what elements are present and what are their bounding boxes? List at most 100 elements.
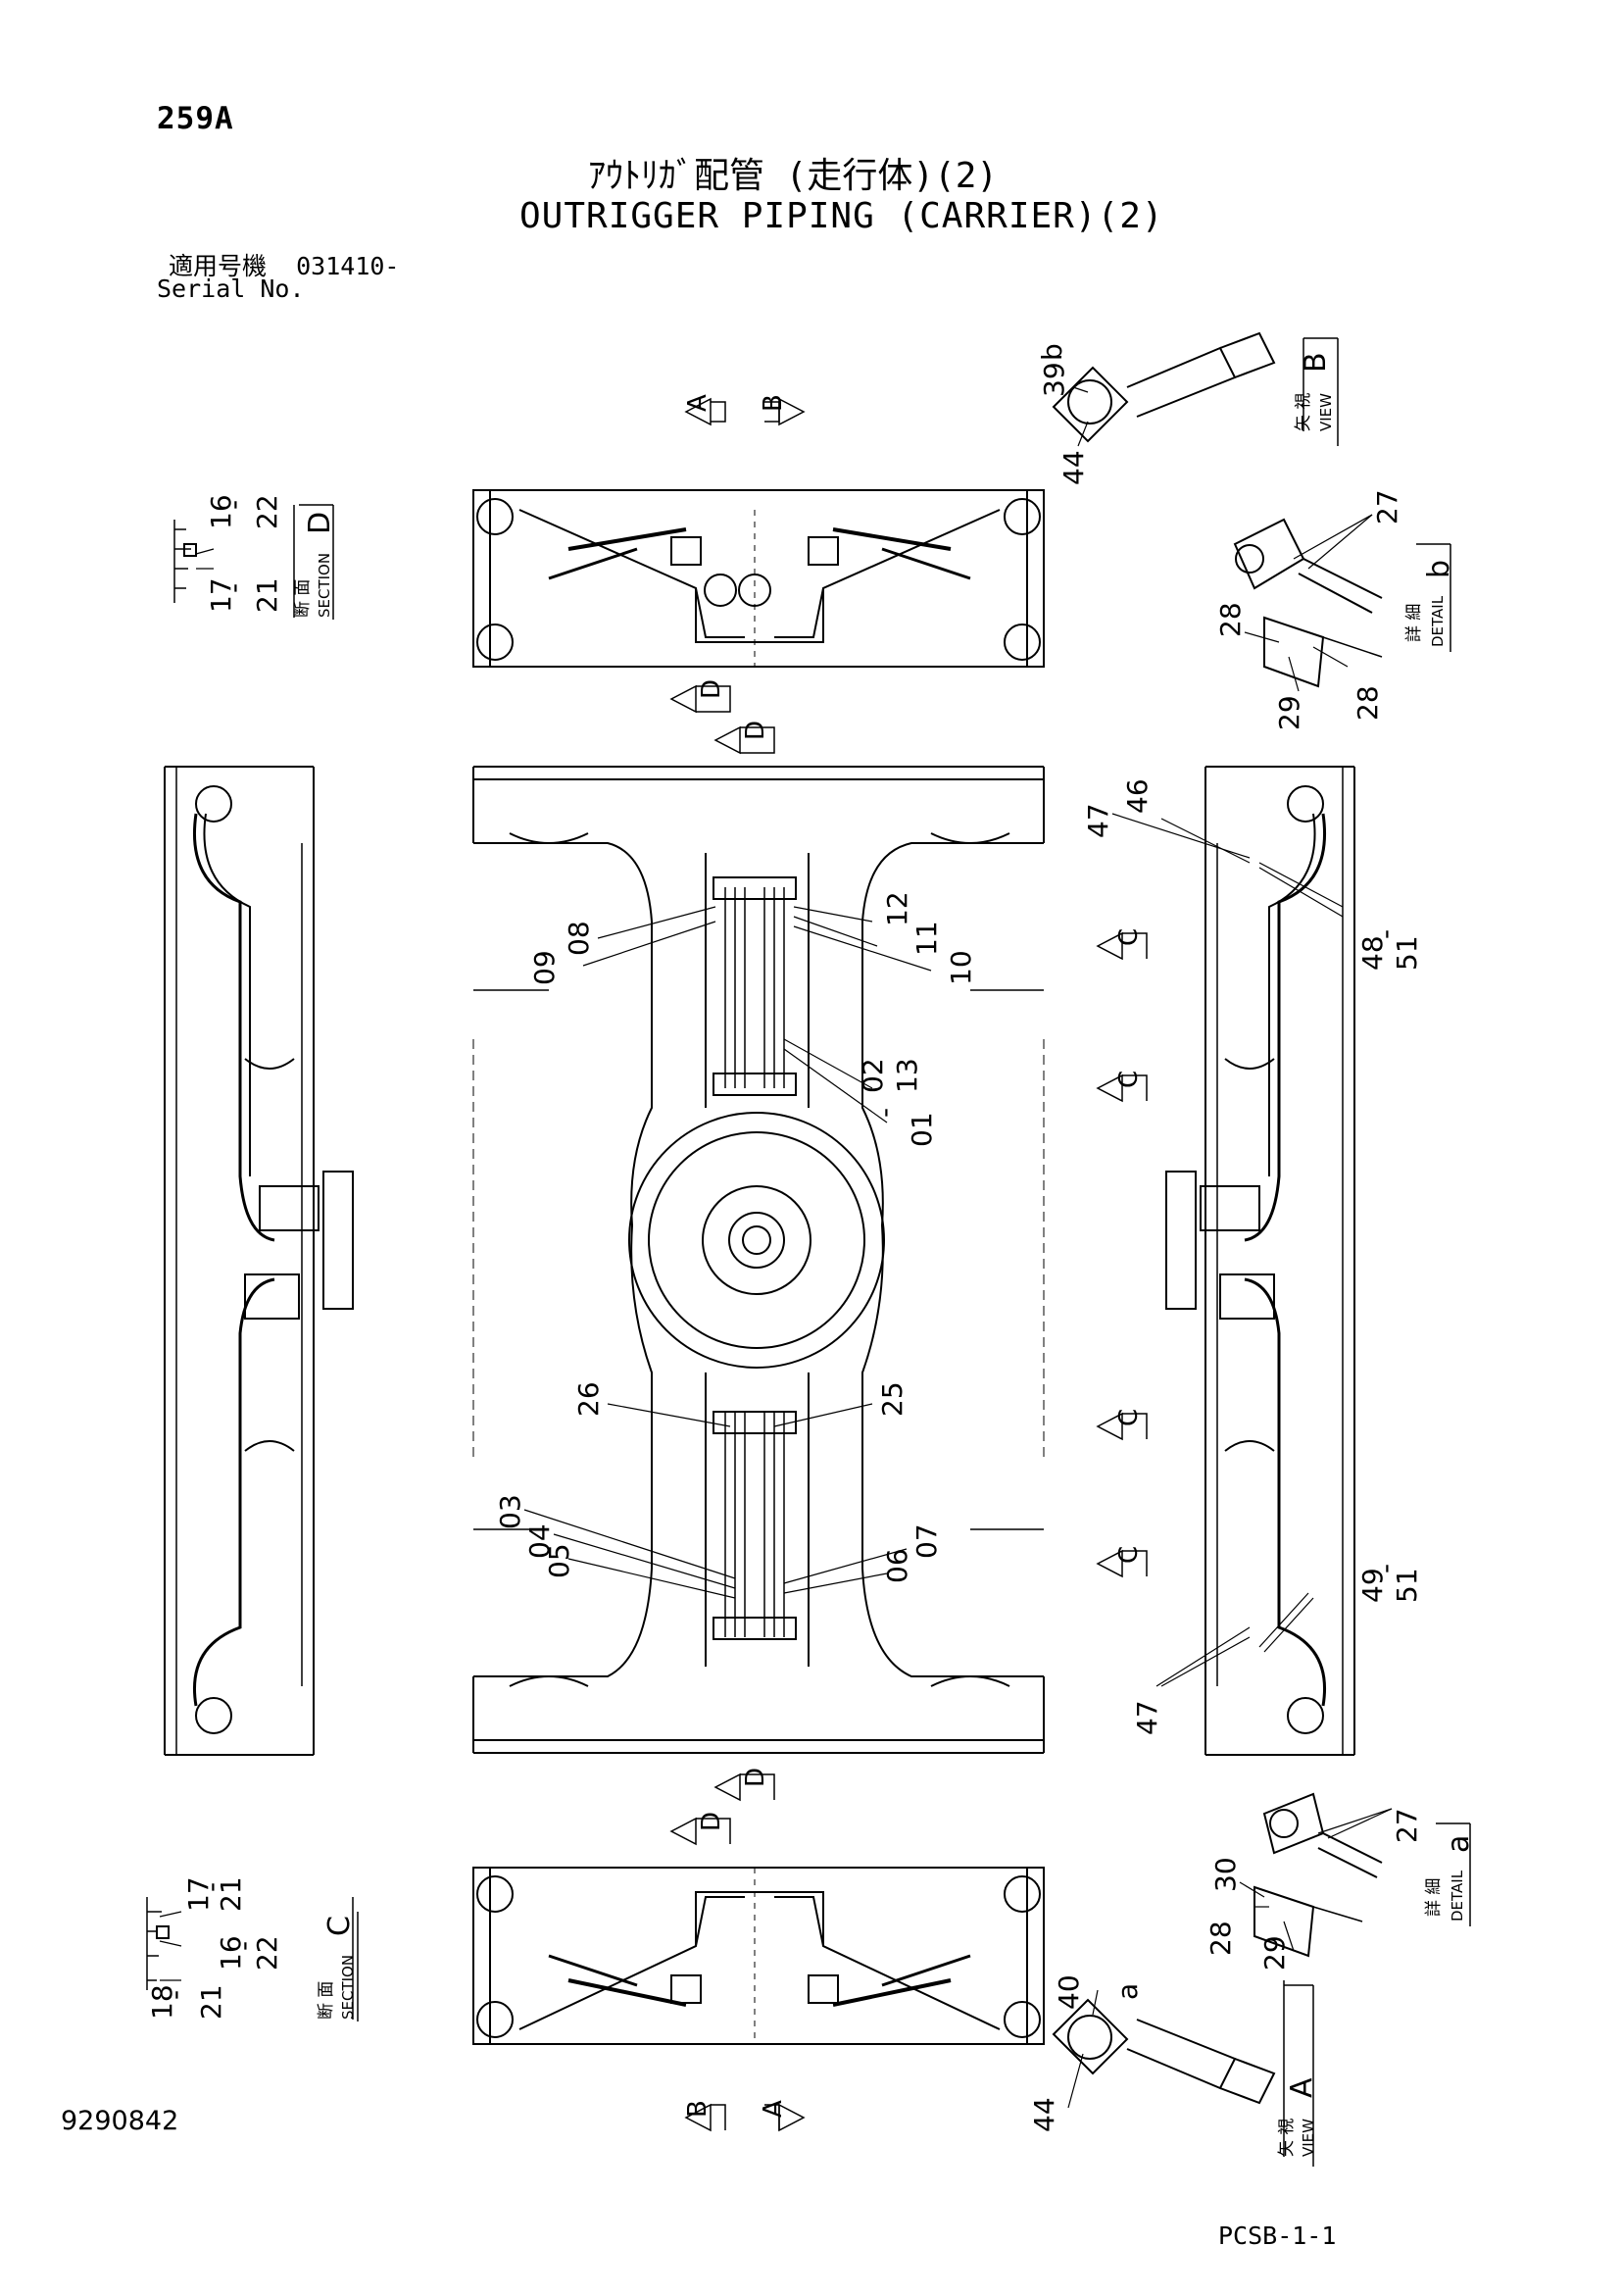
marker-d-2: D bbox=[741, 721, 770, 740]
part-49: 49 bbox=[1356, 1568, 1389, 1603]
part-25: 25 bbox=[876, 1381, 909, 1417]
labels: A B D D C C C C D D B A 08 09 12 11 10 0… bbox=[146, 343, 1476, 2157]
part-51-top: 51 bbox=[1391, 935, 1423, 971]
sheet-code: PCSB-1-1 bbox=[1218, 2221, 1337, 2250]
marker-a-bottom: A bbox=[759, 2100, 788, 2118]
part-06: 06 bbox=[881, 1548, 913, 1583]
part-28-b1: 28 bbox=[1214, 602, 1247, 637]
section-c-id: C bbox=[322, 1916, 357, 1936]
part-09: 09 bbox=[528, 950, 561, 985]
part-17-d: 17 bbox=[205, 577, 237, 613]
part-40: 40 bbox=[1053, 1974, 1085, 2010]
part-16-d: 16 bbox=[205, 494, 237, 529]
view-a-en: VIEW bbox=[1300, 2119, 1317, 2157]
serial-label-english: Serial No. bbox=[157, 275, 305, 303]
section-c-jp: 断 面 bbox=[317, 1981, 336, 2020]
section-d-jp: 断 面 bbox=[293, 579, 313, 618]
part-dash-c3: - bbox=[159, 1990, 191, 2000]
part-48: 48 bbox=[1356, 935, 1389, 971]
part-39: 39 bbox=[1038, 362, 1070, 397]
part-22-c: 22 bbox=[251, 1935, 283, 1971]
section-c-en: SECTION bbox=[339, 1955, 357, 2020]
part-17-c: 17 bbox=[182, 1876, 215, 1912]
part-28-b2: 28 bbox=[1352, 685, 1384, 721]
part-27-a: 27 bbox=[1391, 1808, 1423, 1843]
detail-b-id: b bbox=[1422, 560, 1456, 578]
page-number: 259A bbox=[157, 101, 234, 136]
detail-a-id: a bbox=[1442, 1835, 1476, 1853]
detail-b-jp: 詳 細 bbox=[1404, 604, 1424, 642]
view-b-id: B bbox=[1299, 352, 1333, 373]
serial-label-japanese: 適用号機 031410- bbox=[169, 247, 399, 282]
marker-b-top: B bbox=[759, 394, 788, 412]
part-03: 03 bbox=[494, 1494, 526, 1529]
view-b-jp: 矢 視 bbox=[1294, 393, 1313, 431]
title-english: OUTRIGGER PIPING (CARRIER)(2) bbox=[519, 196, 1164, 236]
section-d-illustration bbox=[173, 505, 295, 618]
detail-b-en: DETAIL bbox=[1429, 595, 1447, 647]
detail-a-illustration bbox=[1253, 1792, 1383, 1958]
part-02: 02 bbox=[857, 1058, 889, 1093]
marker-d-3: D bbox=[741, 1768, 770, 1787]
detail-a-en: DETAIL bbox=[1449, 1870, 1466, 1922]
part-07: 07 bbox=[910, 1523, 943, 1559]
part-16-c: 16 bbox=[215, 1935, 247, 1971]
leader-lines bbox=[159, 386, 1393, 2109]
section-d-frame bbox=[299, 504, 334, 620]
section-c-illustration bbox=[146, 1897, 354, 2020]
view-b-letter: b bbox=[1036, 343, 1068, 361]
section-markers bbox=[669, 397, 1148, 2132]
part-dash-1: - bbox=[868, 1108, 901, 1118]
marker-c-1: C bbox=[1114, 928, 1144, 946]
part-21-d: 21 bbox=[251, 577, 283, 613]
part-44-a: 44 bbox=[1028, 2097, 1060, 2132]
serial-label-jp-text: 適用号機 bbox=[169, 252, 268, 280]
part-dash-d2: - bbox=[218, 583, 250, 593]
part-04: 04 bbox=[523, 1523, 556, 1559]
part-47-top: 47 bbox=[1082, 803, 1114, 838]
part-51-bottom: 51 bbox=[1391, 1568, 1423, 1603]
part-08: 08 bbox=[563, 921, 595, 956]
part-18-c: 18 bbox=[146, 1984, 178, 2020]
drawing-number: 9290842 bbox=[61, 2106, 179, 2136]
view-a-letter: a bbox=[1111, 1983, 1144, 2000]
marker-a-top: A bbox=[683, 394, 713, 412]
part-13: 13 bbox=[891, 1058, 923, 1093]
view-b-en: VIEW bbox=[1317, 393, 1335, 431]
view-a-jp: 矢 視 bbox=[1277, 2119, 1297, 2157]
marker-d-1: D bbox=[697, 679, 726, 699]
part-27-b: 27 bbox=[1371, 489, 1403, 524]
detail-b-illustration bbox=[1233, 518, 1383, 688]
part-28-a: 28 bbox=[1204, 1921, 1237, 1956]
part-44-b: 44 bbox=[1057, 450, 1090, 485]
view-b-illustration bbox=[1052, 331, 1304, 443]
marker-c-3: C bbox=[1114, 1409, 1144, 1426]
detail-b-frame bbox=[1416, 543, 1451, 652]
part-26: 26 bbox=[572, 1381, 605, 1417]
part-01: 01 bbox=[906, 1112, 938, 1147]
section-d-id: D bbox=[303, 512, 337, 534]
part-46: 46 bbox=[1121, 778, 1154, 814]
part-05: 05 bbox=[543, 1543, 575, 1578]
left-side-frame bbox=[164, 766, 354, 1756]
part-29-b: 29 bbox=[1273, 695, 1305, 730]
part-dash-d1: - bbox=[218, 500, 250, 510]
marker-c-4: C bbox=[1114, 1546, 1144, 1564]
view-a-id: A bbox=[1285, 2077, 1319, 2098]
part-22-d: 22 bbox=[251, 494, 283, 529]
detail-a-frame bbox=[1436, 1822, 1471, 1926]
part-11: 11 bbox=[910, 921, 943, 956]
part-29-a: 29 bbox=[1258, 1935, 1291, 1971]
part-21-c2: 21 bbox=[195, 1984, 227, 2020]
part-30: 30 bbox=[1209, 1857, 1242, 1892]
view-a-frame bbox=[1284, 1984, 1314, 2167]
detail-a-jp: 詳 細 bbox=[1424, 1878, 1444, 1917]
marker-d-4: D bbox=[697, 1812, 726, 1831]
top-outrigger-frame bbox=[472, 489, 1045, 668]
center-carrier-frame bbox=[472, 766, 1045, 1754]
part-dash-c1: - bbox=[195, 1882, 227, 1892]
bottom-outrigger-frame bbox=[472, 1867, 1045, 2045]
part-dash-c2: - bbox=[227, 1941, 260, 1951]
view-b-frame bbox=[1303, 337, 1339, 446]
